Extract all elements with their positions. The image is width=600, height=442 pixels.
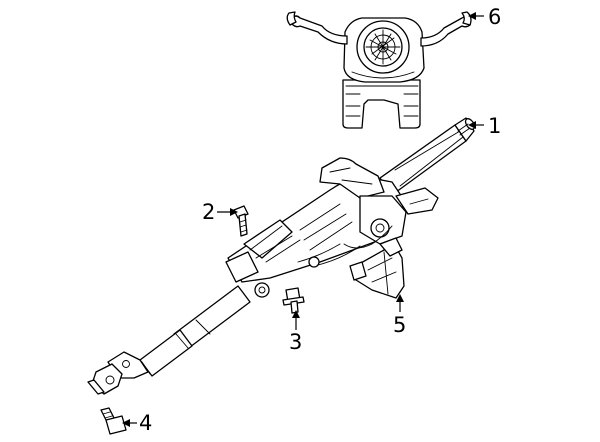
callout-1: 1 [468, 114, 501, 138]
callout-2: 2 [202, 200, 238, 224]
callout-5: 5 [393, 294, 406, 337]
part-6-combination-switch [286, 11, 472, 129]
part-1-steering-column [87, 117, 476, 395]
callout-3: 3 [289, 310, 302, 354]
part-4-bolt [100, 407, 127, 435]
callout-label-5: 5 [393, 313, 406, 337]
callout-label-6: 6 [488, 5, 501, 29]
callout-label-4: 4 [139, 411, 152, 435]
callout-label-1: 1 [488, 114, 501, 138]
callout-4: 4 [122, 411, 152, 435]
part-3-bolt [282, 287, 305, 314]
callout-label-3: 3 [289, 330, 302, 354]
callout-label-2: 2 [202, 200, 215, 224]
part-2-bolt [233, 205, 249, 237]
callout-6: 6 [468, 5, 501, 29]
part-5-cover [349, 237, 405, 299]
